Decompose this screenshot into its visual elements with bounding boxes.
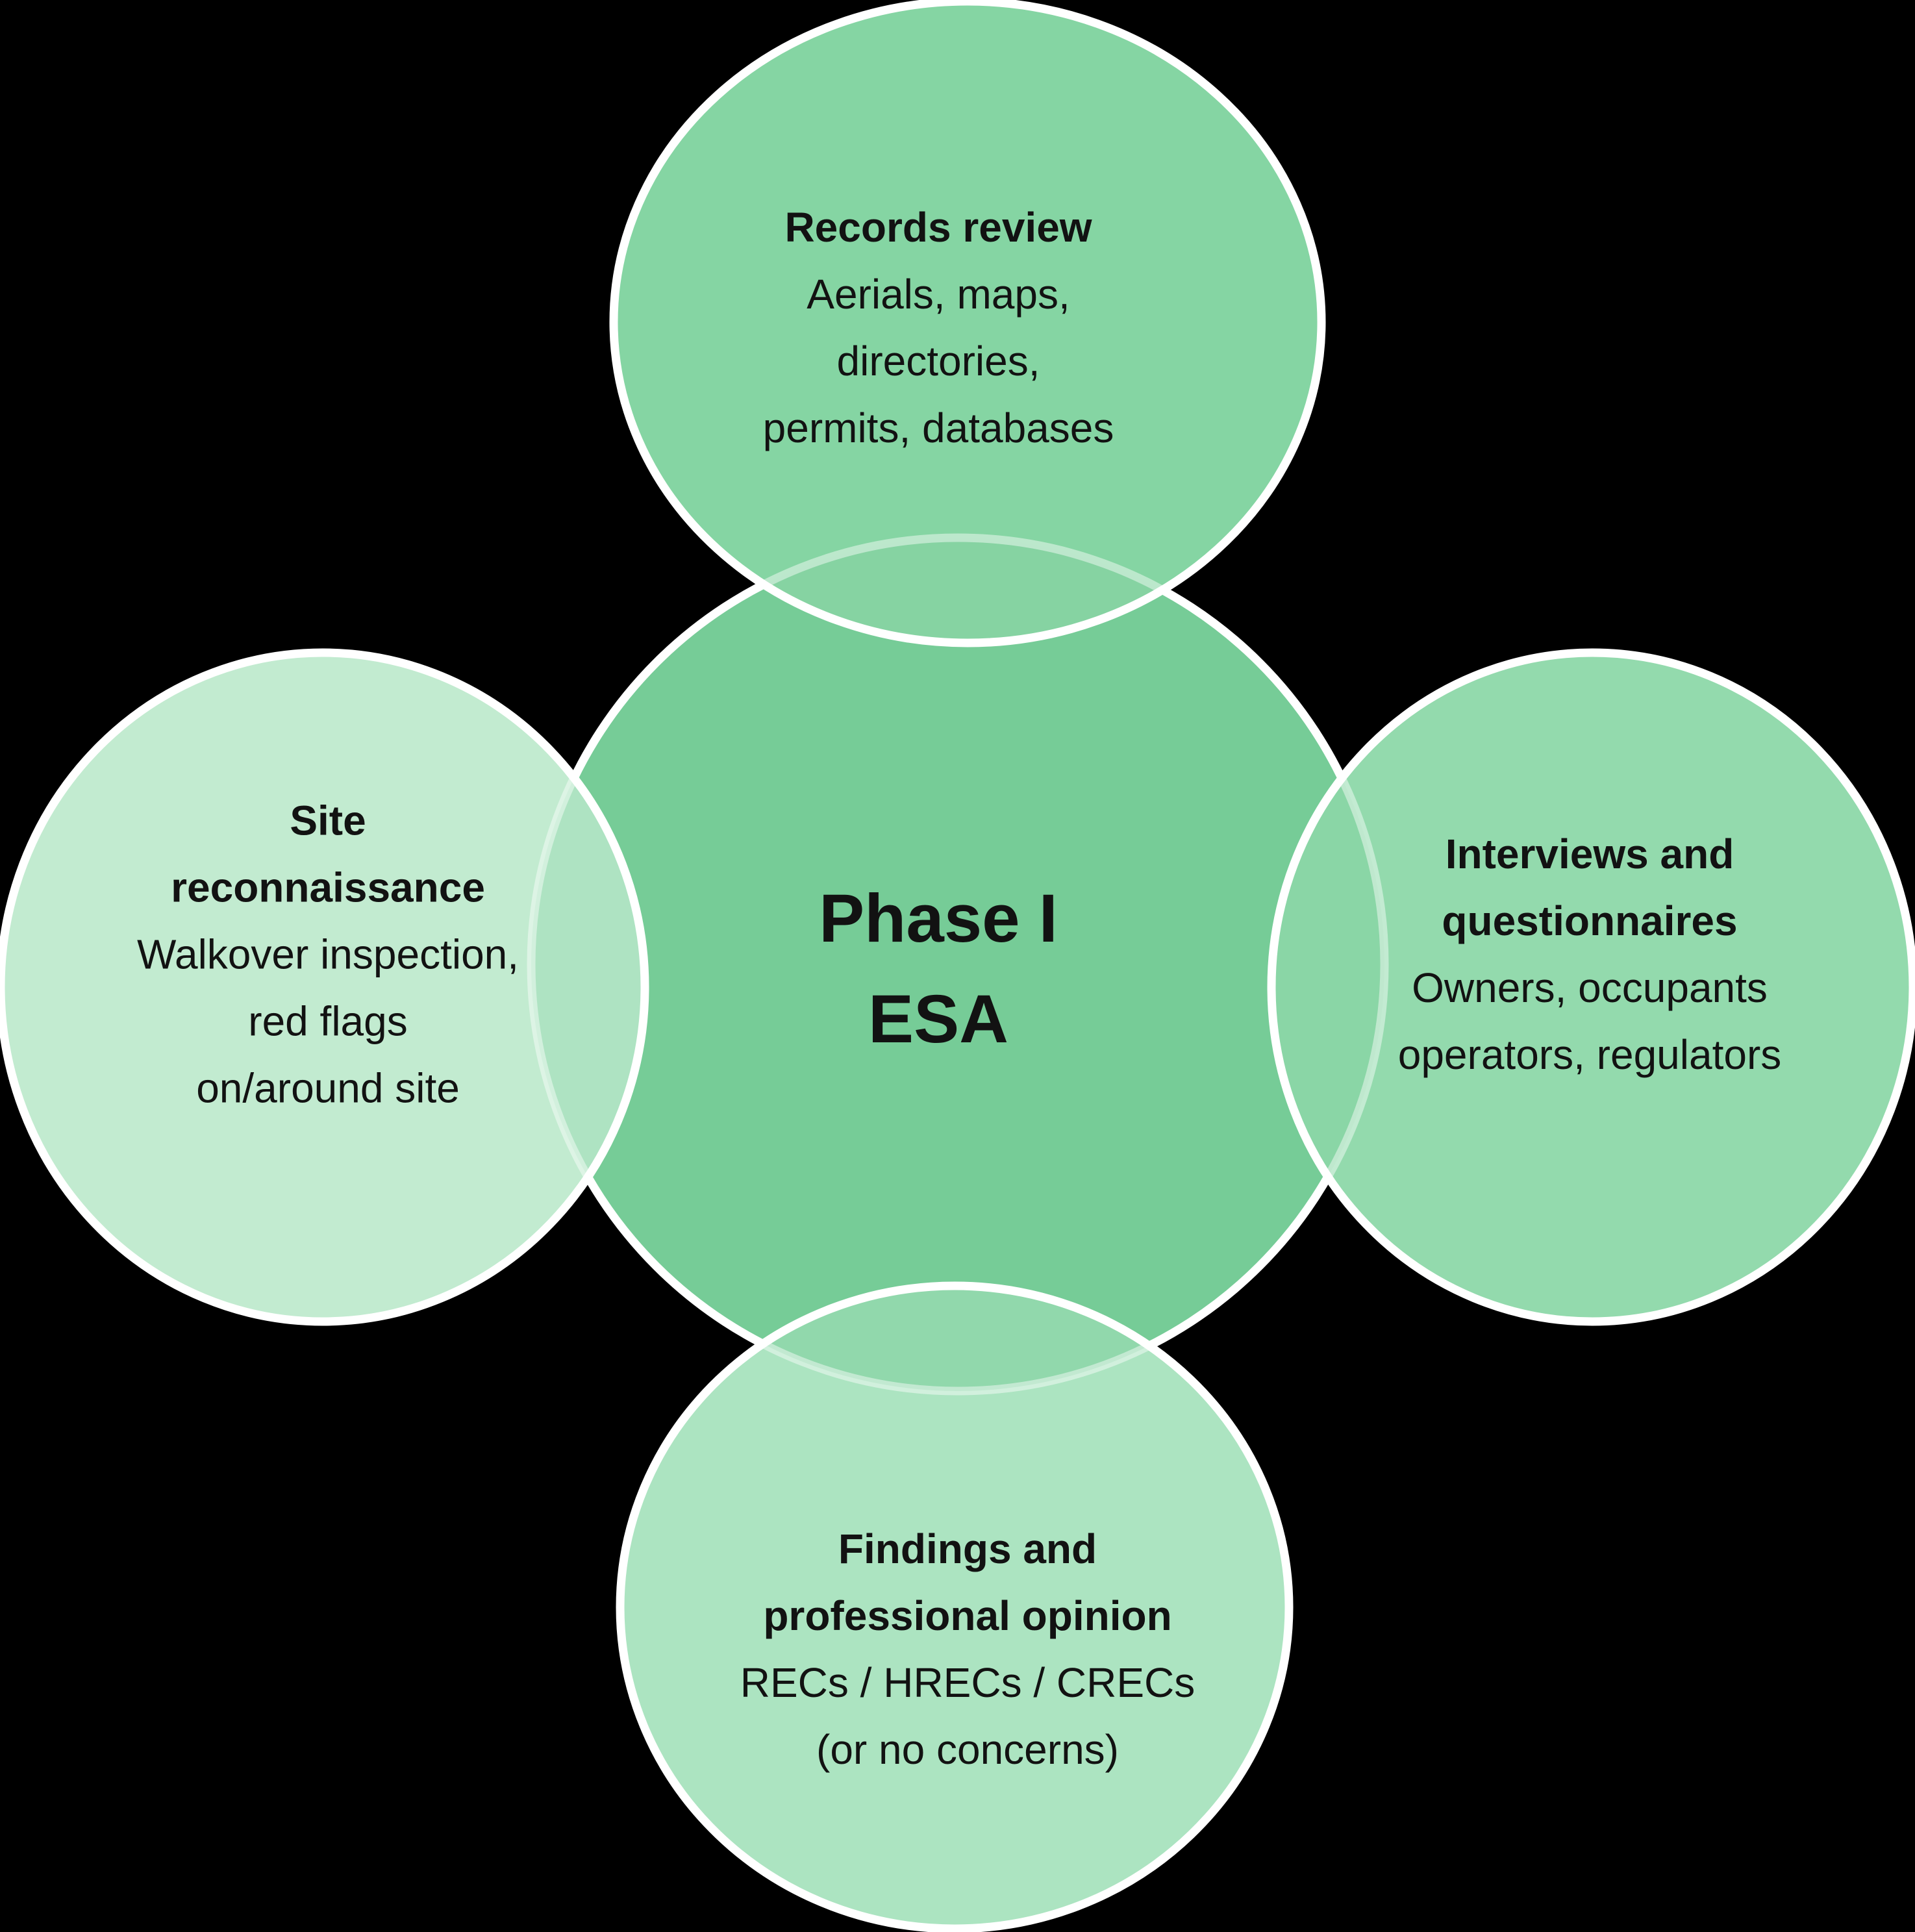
left-circle-body-line: Walkover inspection,: [136, 931, 519, 978]
center-outline-under-top: [614, 533, 1321, 643]
left-circle-label: Site reconnaissance Walkover inspection,…: [137, 788, 519, 1122]
center-circle: [531, 538, 1384, 1391]
left-circle-body-line: red flags: [248, 997, 408, 1045]
bottom-circle-body-line: RECs / HRECs / CRECs: [740, 1659, 1195, 1706]
top-circle-body-line: permits, databases: [762, 405, 1114, 451]
right-circle-label: Interviews and questionnaires Owners, oc…: [1398, 821, 1782, 1088]
center-outline-under-bottom: [620, 1286, 1289, 1396]
center-outline-under-right: [1271, 653, 1389, 1322]
left-circle: [1, 653, 645, 1322]
top-circle-label: Records review Aerials, maps, directorie…: [763, 194, 1114, 462]
bottom-circle-label: Findings and professional opinion RECs /…: [740, 1516, 1195, 1783]
left-circle-title: reconnaissance: [171, 864, 485, 911]
bottom-circle: [620, 1286, 1289, 1929]
right-circle-body-line: operators, regulators: [1397, 1031, 1782, 1078]
bottom-circle-outline: [616, 1281, 1294, 1932]
right-circle-title: questionnaires: [1442, 897, 1738, 944]
top-circle-body-line: Aerials, maps,: [807, 271, 1070, 318]
bottom-circle-title: professional opinion: [763, 1592, 1172, 1639]
left-circle-outline: [0, 648, 649, 1326]
top-circle-title: Records review: [784, 204, 1092, 251]
right-circle-body-line: Owners, occupants: [1412, 964, 1768, 1011]
top-circle: [614, 1, 1321, 643]
top-circle-body-line: directories,: [836, 338, 1040, 384]
bottom-circle-title: Findings and: [838, 1525, 1097, 1572]
center-circle-title-line: Phase I: [819, 881, 1058, 957]
center-outline-under-left: [527, 653, 645, 1322]
right-circle: [1271, 653, 1913, 1322]
right-circle-outline: [1267, 648, 1915, 1326]
right-circle-title: Interviews and: [1445, 831, 1734, 877]
center-circle-label: Phase I ESA: [819, 868, 1058, 1070]
left-circle-body-line: on/around site: [196, 1064, 460, 1112]
left-circle-title: Site: [290, 797, 366, 844]
bottom-circle-body-line: (or no concerns): [816, 1726, 1119, 1773]
top-circle-outline: [609, 0, 1326, 647]
center-circle-title-line: ESA: [868, 981, 1008, 1057]
